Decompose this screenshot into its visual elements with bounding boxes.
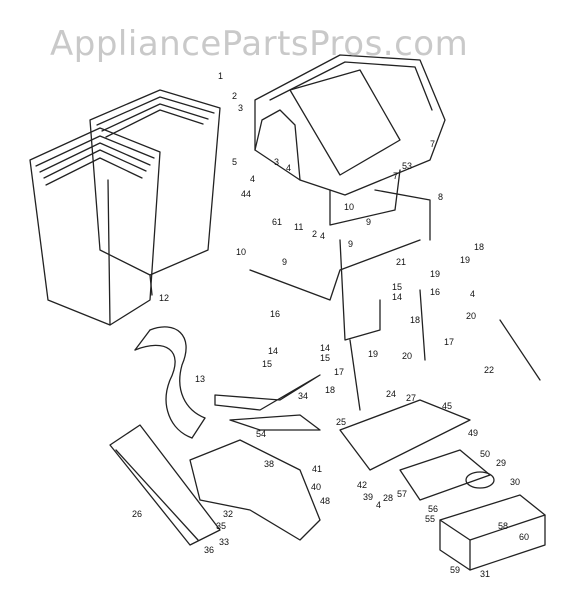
callout: 20 [466, 311, 477, 321]
frame-rods [249, 189, 541, 411]
callout: 28 [383, 493, 394, 503]
callout: 19 [430, 269, 441, 279]
callout: 16 [270, 309, 281, 319]
callout: 45 [442, 401, 453, 411]
callout: 4 [286, 163, 292, 173]
callout: 14 [320, 343, 331, 353]
callout: 56 [428, 504, 439, 514]
callout: 19 [368, 349, 379, 359]
callout: 58 [498, 521, 509, 531]
callout: 21 [396, 257, 407, 267]
grass-bag-front [29, 127, 161, 326]
callout: 7 [393, 171, 399, 181]
callout: 18 [410, 315, 421, 325]
callout: 48 [320, 496, 331, 506]
callout: 42 [357, 480, 368, 490]
callout: 8 [438, 192, 444, 202]
callout: 3 [238, 103, 244, 113]
callout: 10 [344, 202, 355, 212]
callout: 22 [484, 365, 495, 375]
discharge-chute [134, 326, 206, 439]
callout: 29 [496, 458, 507, 468]
callout: 3 [274, 157, 280, 167]
callout: 11 [294, 222, 304, 232]
callout: 15 [320, 353, 331, 363]
callout: 18 [474, 242, 485, 252]
callout: 2 [312, 229, 318, 239]
callout: 14 [268, 346, 279, 356]
callout: 34 [298, 391, 309, 401]
callout: 59 [450, 565, 461, 575]
callout: 60 [519, 532, 530, 542]
callout: 41 [312, 464, 323, 474]
callout: 19 [460, 255, 471, 265]
callout: 20 [402, 351, 413, 361]
watermark: AppliancePartsPros.com [50, 24, 469, 64]
callout: 27 [406, 393, 417, 403]
callout: 35 [216, 521, 227, 531]
callout: 4 [250, 174, 256, 184]
callout: 9 [348, 239, 354, 249]
callout: 33 [219, 537, 230, 547]
callout: 31 [480, 569, 491, 579]
callout: 61 [272, 217, 283, 227]
lower-chute [189, 439, 321, 541]
callout: 54 [256, 429, 267, 439]
callout: 30 [510, 477, 521, 487]
weight-box [439, 471, 546, 571]
grass-bag-rear [89, 89, 221, 296]
tube [109, 424, 221, 546]
callout: 38 [264, 459, 275, 469]
callout: 44 [241, 189, 252, 199]
bagger-cover [254, 54, 446, 226]
callout: 13 [195, 374, 206, 384]
callout: 25 [336, 417, 347, 427]
callout: 17 [444, 337, 455, 347]
callout: 50 [480, 449, 491, 459]
callout: 55 [425, 514, 436, 524]
callout: 16 [430, 287, 441, 297]
callout: 40 [311, 482, 322, 492]
callout: 15 [392, 282, 403, 292]
callout: 10 [236, 247, 247, 257]
callout: 39 [363, 492, 374, 502]
callout: 49 [468, 428, 479, 438]
callout: 57 [397, 489, 408, 499]
callout: 53 [402, 161, 413, 171]
callout: 1 [218, 71, 224, 81]
callout: 36 [204, 545, 215, 555]
callout: 14 [392, 292, 403, 302]
callout: 17 [334, 367, 345, 377]
callout: 32 [223, 509, 234, 519]
callout: 18 [325, 385, 336, 395]
callout: 2 [232, 91, 238, 101]
callout: 4 [470, 289, 476, 299]
blade [214, 374, 321, 431]
callout: 15 [262, 359, 273, 369]
callout: 7 [430, 139, 436, 149]
callout: 4 [320, 231, 326, 241]
callout: 26 [132, 509, 143, 519]
callout: 9 [366, 217, 372, 227]
callout: 4 [376, 500, 382, 510]
callout: 9 [282, 257, 288, 267]
callout: 24 [386, 389, 397, 399]
callout: 5 [232, 157, 238, 167]
callout: 12 [159, 293, 170, 303]
